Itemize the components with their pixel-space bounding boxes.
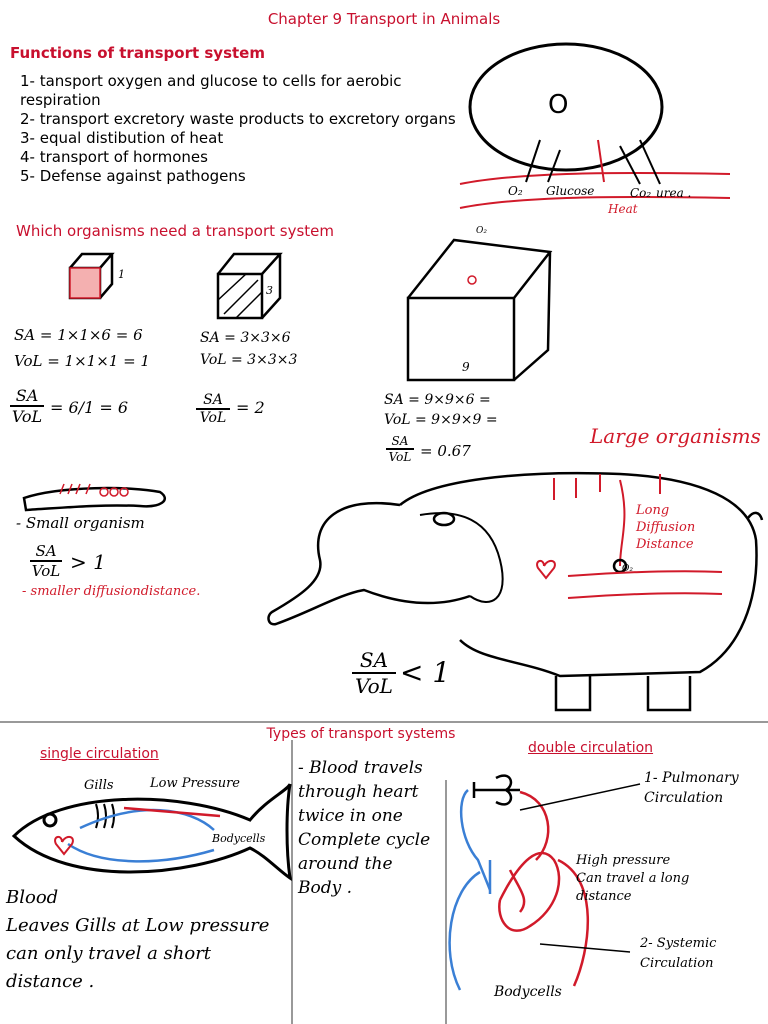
high-pressure-label: High pressure Can travel a long distance <box>576 852 689 906</box>
cube9-vol: VoL = 9×9×9 = <box>384 412 498 428</box>
ratio-numerator: SA <box>196 392 230 410</box>
cube1-ratio: SA VoL <box>10 386 44 426</box>
fish-label-gills: Gills <box>84 778 114 793</box>
cube9-ratio: SA VoL <box>386 434 414 464</box>
function-item: 3- equal distibution of heat <box>20 129 224 147</box>
small-organism-label: - Small organism <box>16 514 145 532</box>
small-ratio: SA VoL <box>30 542 62 580</box>
cell-diagram <box>459 42 731 209</box>
function-item: 4- transport of hormones <box>20 148 208 166</box>
cube3-ratio-value: = 2 <box>236 398 265 417</box>
types-heading: Types of transport systems <box>266 726 456 742</box>
function-item: 5- Defense against pathogens <box>20 167 246 185</box>
ratio-denominator: VoL <box>355 674 393 698</box>
text-line: Circulation <box>644 790 724 806</box>
cube9-o2: O₂ <box>476 226 487 236</box>
text-line: distance . <box>6 971 95 992</box>
ratio-denominator: VoL <box>11 407 43 426</box>
large-organism-note: Long Diffusion Distance <box>636 502 695 553</box>
text-line: High pressure <box>576 853 671 868</box>
organisms-heading: Which organisms need a transport system <box>16 222 335 240</box>
cube-9 <box>406 238 553 382</box>
single-circulation-heading: single circulation <box>40 746 159 762</box>
note-line: Distance <box>636 537 694 552</box>
fish-diagram <box>11 783 292 882</box>
double-circulation-description: - Blood travels through heart twice in o… <box>298 756 430 900</box>
small-organism-note: - smaller diffusiondistance. <box>22 584 201 599</box>
cube9-side: 9 <box>462 360 470 374</box>
ratio-numerator: SA <box>10 386 44 407</box>
ratio-numerator: SA <box>386 434 414 450</box>
text-line: Can travel a long <box>576 871 690 886</box>
cell-nucleus: O <box>548 90 569 120</box>
function-item: 2- transport excretory waste products to… <box>20 110 456 128</box>
text-line: Circulation <box>640 956 714 971</box>
cube-3 <box>216 252 283 320</box>
fish-label-low-pressure: Low Pressure <box>150 776 240 791</box>
text-line: can only travel a short <box>6 943 212 964</box>
text-line: Body . <box>298 878 353 898</box>
double-circulation-heading: double circulation <box>528 740 654 756</box>
page-title: Chapter 9 Transport in Animals <box>267 10 501 28</box>
cube3-sa: SA = 3×3×6 <box>200 330 291 346</box>
large-ratio-value: < 1 <box>400 656 451 689</box>
text-line: through heart <box>298 782 419 802</box>
text-line: Complete cycle <box>298 830 431 850</box>
cube3-vol: VoL = 3×3×3 <box>200 352 298 368</box>
ratio-numerator: SA <box>352 648 396 674</box>
large-ratio: SA VoL <box>352 648 396 698</box>
double-body-cells-label: Bodycells <box>494 984 562 1000</box>
fish-label-body-cells: Bodycells <box>212 832 266 845</box>
ratio-denominator: VoL <box>31 562 61 580</box>
text-line: 1- Pulmonary <box>644 770 739 786</box>
worm-drawing <box>22 483 166 512</box>
ratio-denominator: VoL <box>388 450 412 464</box>
systemic-label: 2- Systemic Circulation <box>640 934 716 974</box>
cube1-vol: VoL = 1×1×1 = 1 <box>14 352 150 370</box>
cube-1 <box>68 252 115 300</box>
cell-label-heat: Heat <box>608 202 638 216</box>
text-line: around the <box>298 854 393 874</box>
cube9-sa: SA = 9×9×6 = <box>384 392 491 408</box>
text-line: twice in one <box>298 806 403 826</box>
function-item: 1- tansport oxygen and glucose to cells … <box>20 72 402 109</box>
cube1-sa: SA = 1×1×6 = 6 <box>14 326 143 344</box>
cell-label-glucose: Glucose <box>546 184 595 198</box>
heart-diagram <box>448 774 641 991</box>
ratio-numerator: SA <box>30 542 62 562</box>
ratio-denominator: VoL <box>199 410 227 426</box>
note-line: Long <box>636 503 670 518</box>
text-line: distance <box>576 889 632 904</box>
text-line: Blood <box>6 887 59 908</box>
cell-label-co2: Co₂ <box>630 186 652 200</box>
cube9-ratio-value: = 0.67 <box>420 442 471 460</box>
note-line: Diffusion <box>636 520 696 535</box>
cube1-side: 1 <box>118 268 125 281</box>
elephant-o2: O₂ <box>622 564 633 574</box>
text-line: 2- Systemic <box>640 936 717 951</box>
cube3-ratio: SA VoL <box>196 392 230 426</box>
text-line: Leaves Gills at Low pressure <box>6 915 270 936</box>
small-ratio-value: > 1 <box>70 550 106 574</box>
large-organisms-heading: Large organisms <box>590 424 761 448</box>
cube3-side: 3 <box>266 284 273 297</box>
functions-heading: Functions of transport system <box>10 44 265 62</box>
pulmonary-label: 1- Pulmonary Circulation <box>644 768 739 808</box>
cell-label-o2: O₂ <box>508 184 523 198</box>
text-line: - Blood travels <box>298 758 423 778</box>
single-circulation-text: Blood Leaves Gills at Low pressure can o… <box>6 884 269 996</box>
elephant-drawing <box>267 471 764 712</box>
cell-label-urea: urea . <box>656 186 692 200</box>
cube1-ratio-value: = 6/1 = 6 <box>50 398 128 417</box>
functions-list: 1- tansport oxygen and glucose to cells … <box>20 72 480 186</box>
